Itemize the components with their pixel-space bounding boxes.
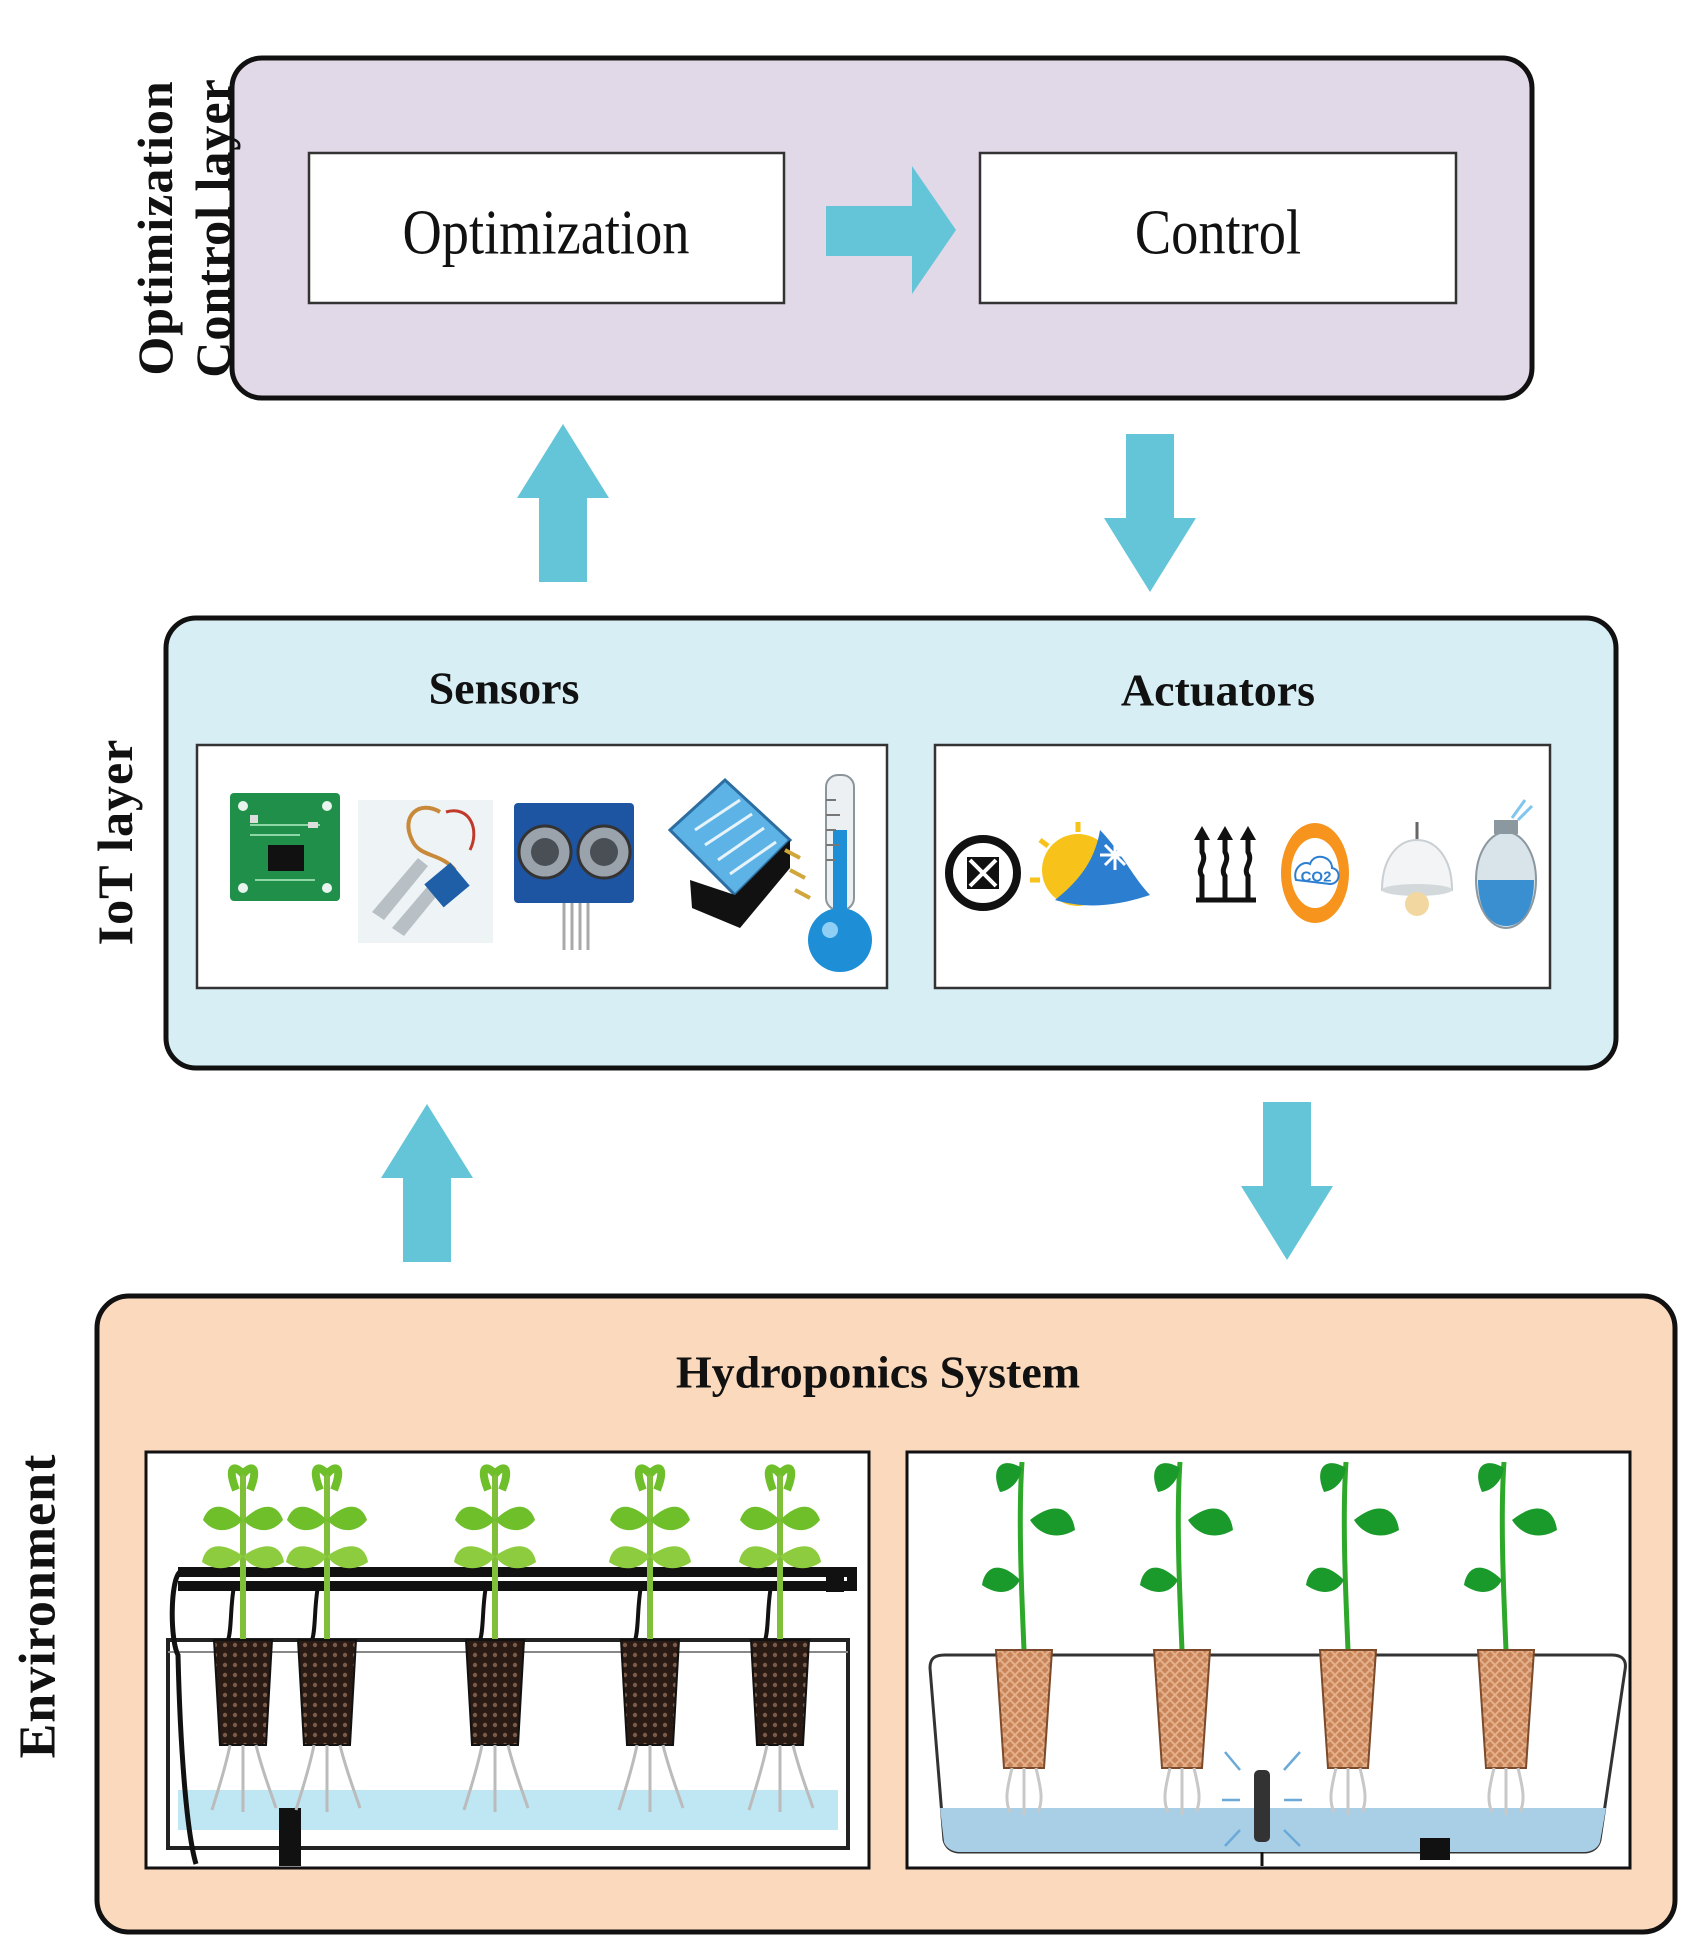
dht-humidity-sensor-icon — [667, 777, 811, 928]
optimization-layer-side-label: Optimization — [127, 80, 183, 375]
drip-hydroponics-panel — [144, 1450, 871, 1870]
heat-cool-icon — [1030, 822, 1150, 906]
control-box — [978, 151, 1458, 305]
heater-icon — [1194, 826, 1256, 903]
control-layer-side-label: Control layer — [185, 78, 241, 378]
hydroponics-system-title: Hydroponics System — [676, 1347, 1080, 1398]
actuators-panel — [933, 743, 1552, 990]
optimization-to-control-arrow — [826, 166, 956, 294]
optimization-box-label: Optimization — [403, 196, 690, 267]
drip-plant-1 — [202, 1464, 284, 1812]
iot-to-environment-arrow — [1241, 1102, 1333, 1260]
drip-plant-5 — [739, 1464, 821, 1812]
dwc-plant-3 — [1306, 1461, 1399, 1815]
dwc-hydroponics-panel — [905, 1450, 1632, 1870]
environment-to-iot-arrow — [381, 1104, 473, 1262]
actuators-title: Actuators — [1121, 665, 1315, 716]
ultrasonic-sensor-icon — [514, 803, 634, 950]
environment-side-label: Environment — [10, 1454, 67, 1759]
water-pump-icon — [1475, 799, 1537, 929]
grow-lamp-icon — [1380, 822, 1454, 916]
thermometer-icon — [808, 774, 872, 972]
iot-to-optimization-arrow — [517, 424, 609, 582]
soil-moisture-probe-icon — [358, 800, 493, 943]
iot-layer-side-label: IoT layer — [87, 739, 143, 946]
pcb-board-sensor-icon — [230, 793, 340, 901]
fan-icon — [945, 835, 1021, 911]
control-box-label: Control — [1135, 196, 1301, 267]
dwc-plant-4 — [1464, 1461, 1557, 1815]
co2-label: CO2 — [1301, 869, 1332, 886]
dwc-plant-1 — [982, 1461, 1075, 1815]
drip-plant-2 — [286, 1464, 368, 1812]
co2-emitter-icon: CO2 — [1281, 823, 1349, 923]
optimization-control-layer: Optimization Control layer Optimization … — [127, 55, 1535, 401]
optimization-box — [307, 151, 786, 305]
drip-plant-3 — [454, 1464, 536, 1812]
control-to-iot-arrow — [1104, 434, 1196, 592]
dwc-plant-2 — [1140, 1461, 1233, 1815]
iot-layer: IoT layer Sensors Actuators — [87, 615, 1619, 1071]
sensors-title: Sensors — [429, 663, 580, 714]
environment-layer: Environment Hydroponics System — [10, 1293, 1678, 1935]
drip-plant-4 — [609, 1464, 691, 1812]
